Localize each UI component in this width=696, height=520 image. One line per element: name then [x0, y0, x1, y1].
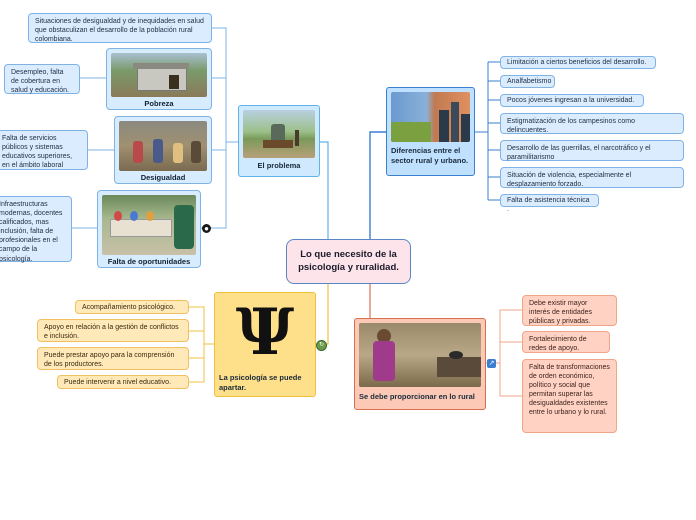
leaf-violencia[interactable]: Situación de violencia, especialmente el… [500, 167, 684, 188]
topic-pobreza-label: Pobreza [144, 99, 174, 108]
leaf-productores-text: Puede prestar apoyo para la comprensión … [44, 352, 175, 369]
leaf-situaciones-desigualdad-text: Situaciones de desigualdad y de inequida… [35, 18, 204, 44]
topic-falta-oportunidades[interactable]: Falta de oportunidades [97, 190, 201, 268]
leaf-infraestructuras-text: Infraestructuras modernas, docentes cali… [0, 201, 63, 263]
topic-rural[interactable]: Se debe proporcionar en lo rural [354, 318, 486, 410]
woman-kitchen-photo [359, 323, 481, 387]
city-rural-photo [391, 92, 470, 142]
leaf-mayor-interes[interactable]: Debe existir mayor interés de entidades … [522, 295, 617, 326]
leaf-acompanamiento[interactable]: Acompañamiento psicológico. [75, 300, 189, 314]
leaf-acompanamiento-text: Acompañamiento psicológico. [82, 304, 175, 311]
leaf-estigmatizacion-text: Estigmatización de los campesinos como d… [507, 118, 636, 135]
road-cart-photo [243, 110, 315, 158]
leaf-nivel-educativo[interactable]: Puede intervenir a nivel educativo. [57, 375, 189, 389]
leaf-falta-servicios-text: Falta de servicios públicos y sistemas e… [2, 135, 73, 170]
topic-desigualdad[interactable]: Desigualdad [114, 116, 212, 184]
leaf-guerrillas[interactable]: Desarrollo de las guerrillas, el narcotr… [500, 140, 684, 161]
community-photo [119, 121, 207, 171]
topic-psicologia-label: La psicología se puede apartar. [219, 373, 302, 392]
leaf-guerrillas-text: Desarrollo de las guerrillas, el narcotr… [507, 145, 651, 162]
leaf-transformaciones[interactable]: Falta de transformaciones de orden econó… [522, 359, 617, 433]
psi-symbol-icon: Ψ [235, 295, 295, 370]
central-topic-label: Lo que necesito de la psicología y rural… [298, 249, 399, 273]
leaf-productores[interactable]: Puede prestar apoyo para la comprensión … [37, 347, 189, 370]
topic-el-problema[interactable]: El problema [238, 105, 320, 177]
topic-falta-oportunidades-label: Falta de oportunidades [107, 257, 191, 266]
shack-photo [111, 53, 207, 97]
topic-psicologia[interactable]: Ψ La psicología se puede apartar. [214, 292, 316, 397]
leaf-gestion-conflictos[interactable]: Apoyo en relación a la gestión de confli… [37, 319, 189, 342]
leaf-pocos-jovenes[interactable]: Pocos jóvenes ingresan a la universidad. [500, 94, 644, 107]
globe-icon[interactable]: ● [202, 224, 211, 233]
refresh-icon[interactable]: ↻ [316, 340, 327, 351]
topic-el-problema-label: El problema [257, 161, 301, 170]
leaf-analfabetismo-text: Analfabetismo [507, 78, 552, 85]
leaf-asistencia-tecnica[interactable]: Falta de asistencia técnica . [500, 194, 599, 213]
classroom-photo [102, 195, 196, 255]
leaf-nivel-educativo-text: Puede intervenir a nivel educativo. [64, 379, 172, 386]
leaf-estigmatizacion[interactable]: Estigmatización de los campesinos como d… [500, 113, 684, 134]
leaf-gestion-conflictos-text: Apoyo en relación a la gestión de confli… [44, 324, 179, 341]
leaf-limitacion-text: Limitación a ciertos beneficios del desa… [507, 59, 647, 66]
leaf-infraestructuras[interactable]: Infraestructuras modernas, docentes cali… [0, 196, 72, 263]
link-icon[interactable]: ↗ [487, 359, 496, 368]
leaf-transformaciones-text: Falta de transformaciones de orden econó… [529, 364, 610, 417]
topic-pobreza[interactable]: Pobreza [106, 48, 212, 110]
leaf-analfabetismo[interactable]: Analfabetismo [500, 75, 555, 88]
leaf-desempleo[interactable]: Desempleo, falta de cobertura en salud y… [4, 64, 80, 94]
leaf-falta-servicios[interactable]: Falta de servicios públicos y sistemas e… [0, 130, 88, 170]
leaf-redes-apoyo-text: Fortalecimiento de redes de apoyo. [529, 336, 587, 353]
leaf-limitacion[interactable]: Limitación a ciertos beneficios del desa… [500, 56, 656, 69]
leaf-redes-apoyo[interactable]: Fortalecimiento de redes de apoyo. [522, 331, 610, 353]
central-topic[interactable]: Lo que necesito de la psicología y rural… [286, 239, 411, 284]
topic-desigualdad-label: Desigualdad [140, 173, 186, 182]
leaf-situaciones-desigualdad[interactable]: Situaciones de desigualdad y de inequida… [28, 13, 212, 43]
topic-diferencias[interactable]: Diferencias entre el sector rural y urba… [386, 87, 475, 176]
leaf-asistencia-tecnica-text: Falta de asistencia técnica . [507, 197, 590, 214]
topic-diferencias-label: Diferencias entre el sector rural y urba… [391, 146, 469, 165]
leaf-mayor-interes-text: Debe existir mayor interés de entidades … [529, 300, 593, 326]
leaf-desempleo-text: Desempleo, falta de cobertura en salud y… [11, 69, 69, 95]
leaf-pocos-jovenes-text: Pocos jóvenes ingresan a la universidad. [507, 97, 635, 104]
leaf-violencia-text: Situación de violencia, especialmente el… [507, 172, 632, 189]
topic-rural-label: Se debe proporcionar en lo rural [359, 392, 475, 401]
